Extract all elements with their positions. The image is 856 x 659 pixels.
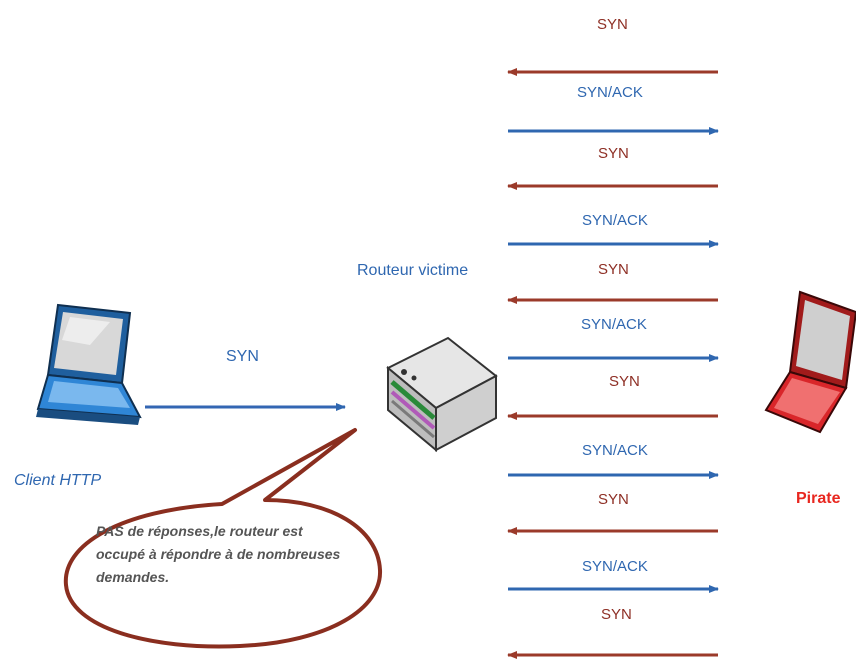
synack-label-2: SYN/ACK xyxy=(577,84,643,101)
syn-label-9: SYN xyxy=(598,491,629,508)
syn-label-1: SYN xyxy=(597,16,628,33)
syn-label-11: SYN xyxy=(601,606,632,623)
router-label: Routeur victime xyxy=(357,262,469,279)
client-laptop-icon xyxy=(36,303,142,425)
synack-label-10: SYN/ACK xyxy=(582,558,648,575)
syn-label-5: SYN xyxy=(598,261,629,278)
synack-label-8: SYN/ACK xyxy=(582,442,648,459)
pirate-laptop-icon xyxy=(764,290,856,434)
syn-label-7: SYN xyxy=(609,373,640,390)
syn-label-3: SYN xyxy=(598,145,629,162)
exchange-arrows xyxy=(507,68,719,659)
speech-bubble xyxy=(63,428,383,649)
synack-label-6: SYN/ACK xyxy=(581,316,647,333)
client-label: Client HTTP xyxy=(14,472,102,489)
synack-label-4: SYN/ACK xyxy=(582,212,648,229)
pirate-label: Pirate xyxy=(796,490,841,507)
router-icon xyxy=(386,336,498,453)
bubble-text: PAS de réponses,le routeur est occupé à … xyxy=(96,523,341,585)
client-syn-label: SYN xyxy=(226,348,259,365)
